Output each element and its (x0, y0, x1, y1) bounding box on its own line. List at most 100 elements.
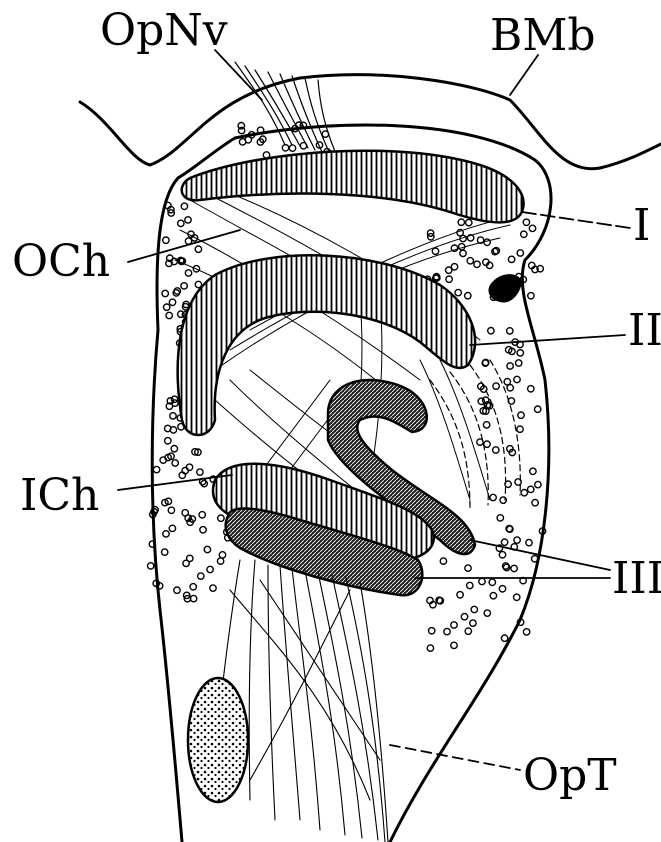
cell-dot (489, 579, 495, 585)
cell-dot (182, 510, 188, 516)
cell-dot (465, 565, 471, 571)
cell-dot (148, 563, 154, 569)
cell-dot (507, 385, 513, 391)
layer-1-band (182, 151, 524, 223)
cell-dot (169, 299, 175, 305)
layer-1-leader (522, 212, 630, 228)
cell-dot (187, 555, 193, 561)
cell-dot (474, 261, 480, 267)
cell-dot (168, 507, 174, 513)
stippled-body (188, 678, 248, 802)
opnv-leader (215, 50, 262, 100)
cell-dot (471, 606, 477, 612)
cell-dot (470, 620, 476, 626)
cell-dot (165, 438, 171, 444)
cell-dot (465, 628, 471, 634)
cell-dot (467, 258, 473, 264)
cell-dot (479, 578, 485, 584)
cell-dot (484, 610, 490, 616)
cell-dot (515, 479, 521, 485)
och-leader (128, 230, 240, 262)
cell-dot (181, 203, 187, 209)
cell-dot (484, 441, 490, 447)
cell-dot (164, 304, 170, 310)
cell-dot (484, 239, 490, 245)
cell-dot (198, 573, 204, 579)
cell-dot (432, 248, 438, 254)
cell-dot (322, 131, 328, 137)
cell-dot (218, 515, 224, 521)
cell-dot (210, 585, 216, 591)
cell-dot (523, 219, 529, 225)
cell-dot (523, 629, 529, 635)
cell-dot (528, 293, 534, 299)
cell-dot (457, 230, 463, 236)
cell-dot (172, 460, 178, 466)
cell-dot (511, 565, 517, 571)
cell-dot (507, 328, 513, 334)
cell-dot (162, 549, 168, 555)
cell-dot (181, 283, 187, 289)
label-opt: OpT (523, 750, 617, 801)
cell-dot (427, 645, 433, 651)
cell-dot (507, 363, 513, 369)
cell-dot (514, 537, 520, 543)
cell-dot (514, 594, 520, 600)
cell-dot (282, 145, 288, 151)
cell-dot (493, 447, 499, 453)
cell-dot (163, 237, 169, 243)
cell-dot (289, 145, 295, 151)
cell-dot (444, 628, 450, 634)
cell-dot (530, 468, 536, 474)
label-bmb: BMb (490, 10, 596, 61)
cell-dot (185, 270, 191, 276)
cell-dot (483, 422, 489, 428)
cell-dot (460, 250, 466, 256)
cell-dot (499, 552, 505, 558)
cell-dot (508, 256, 514, 262)
cell-dot (517, 250, 523, 256)
cell-dot (529, 225, 535, 231)
label-opnv: OpNv (100, 5, 228, 56)
cell-dot (458, 219, 464, 225)
layer-2-band (178, 255, 475, 435)
cell-dot (190, 584, 196, 590)
cell-dot (535, 406, 541, 412)
layer-2-leader (470, 335, 625, 345)
cell-dot (429, 628, 435, 634)
cell-dot (204, 546, 210, 552)
cell-dot (199, 512, 205, 518)
label-layer-1: I (633, 200, 650, 251)
cell-dot (451, 264, 457, 270)
cell-dot (516, 360, 522, 366)
cell-dot (465, 293, 471, 299)
cell-dot (466, 219, 472, 225)
cell-dot (467, 582, 473, 588)
cell-dot (185, 217, 191, 223)
cell-dot (478, 398, 484, 404)
pigment-blot (488, 274, 522, 302)
bmb-leader (510, 55, 538, 95)
cell-dot (514, 376, 520, 382)
cell-dot (174, 587, 180, 593)
cell-dot (171, 446, 177, 452)
label-layer-3: III (612, 553, 661, 604)
cell-dot (300, 143, 306, 149)
cell-dot (497, 515, 503, 521)
cell-dot (201, 480, 207, 486)
cell-dot (517, 426, 523, 432)
cell-dot (451, 642, 457, 648)
cell-dot (446, 276, 452, 282)
cell-dot (490, 494, 496, 500)
cell-dot (499, 586, 505, 592)
cell-dot (451, 622, 457, 628)
cell-dot (239, 139, 245, 145)
cell-dot (451, 245, 457, 251)
cell-dot (162, 290, 168, 296)
cell-dot (153, 466, 159, 472)
cell-dot (528, 386, 534, 392)
cell-dot (505, 481, 511, 487)
cell-dot (490, 593, 496, 599)
cell-dot (521, 490, 527, 496)
